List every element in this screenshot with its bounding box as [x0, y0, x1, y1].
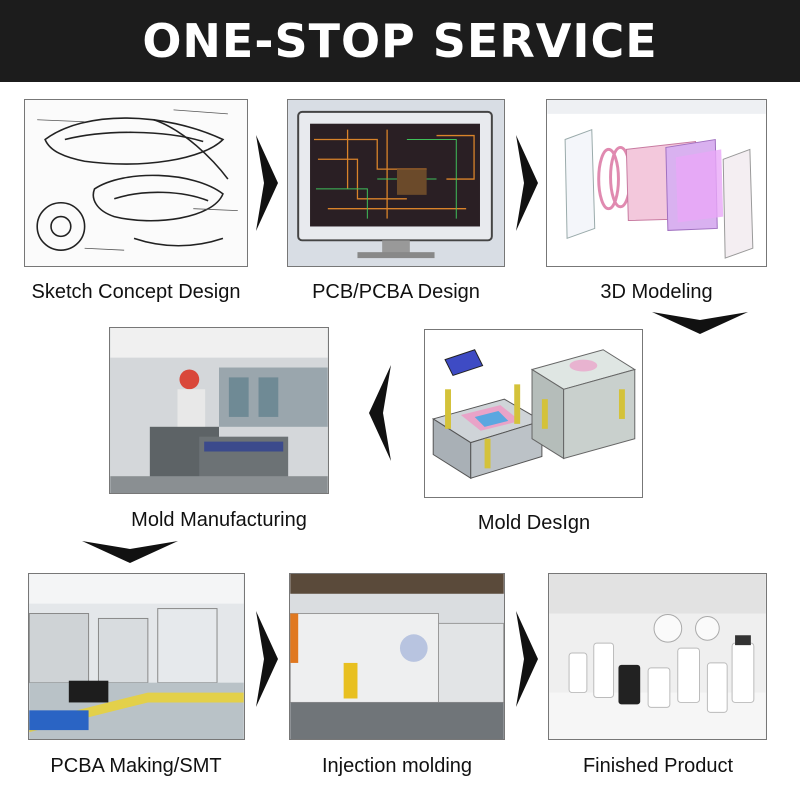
- step-image-3d: [546, 99, 767, 267]
- pcb-monitor-icon: [288, 100, 504, 266]
- step-label: Mold Manufacturing: [131, 509, 307, 531]
- step-image-pcb: [287, 99, 505, 267]
- injection-machine-icon: [290, 574, 504, 739]
- 3d-model-icon: [547, 100, 766, 266]
- arrow-left-icon: [369, 365, 391, 461]
- mold-design-icon: [425, 330, 642, 497]
- step-label: Injection molding: [321, 755, 473, 777]
- mold-factory-icon: [110, 328, 328, 493]
- step-image-sketch: [24, 99, 248, 267]
- step-image-mold-design: [424, 329, 643, 498]
- step-label: Sketch Concept Design: [31, 281, 241, 303]
- step-image-finished: [548, 573, 767, 740]
- step-image-mold-manufacturing: [109, 327, 329, 494]
- step-label: PCB/PCBA Design: [312, 281, 480, 303]
- step-image-smt: [28, 573, 245, 740]
- smt-line-icon: [29, 574, 244, 739]
- title-banner: ONE-STOP SERVICE: [0, 0, 800, 82]
- arrow-down-icon: [652, 312, 748, 334]
- page-title: ONE-STOP SERVICE: [142, 14, 658, 68]
- arrow-right-icon: [256, 611, 278, 707]
- step-label: Finished Product: [582, 755, 734, 777]
- arrow-right-icon: [256, 135, 278, 231]
- arrow-down-icon: [82, 541, 178, 563]
- arrow-right-icon: [516, 611, 538, 707]
- arrow-right-icon: [516, 135, 538, 231]
- sketch-drawing-icon: [25, 100, 247, 266]
- step-label: Mold DesIgn: [477, 512, 591, 534]
- step-label: 3D Modeling: [600, 281, 713, 303]
- step-label: PCBA Making/SMT: [50, 755, 222, 777]
- products-display-icon: [549, 574, 766, 739]
- step-image-injection: [289, 573, 505, 740]
